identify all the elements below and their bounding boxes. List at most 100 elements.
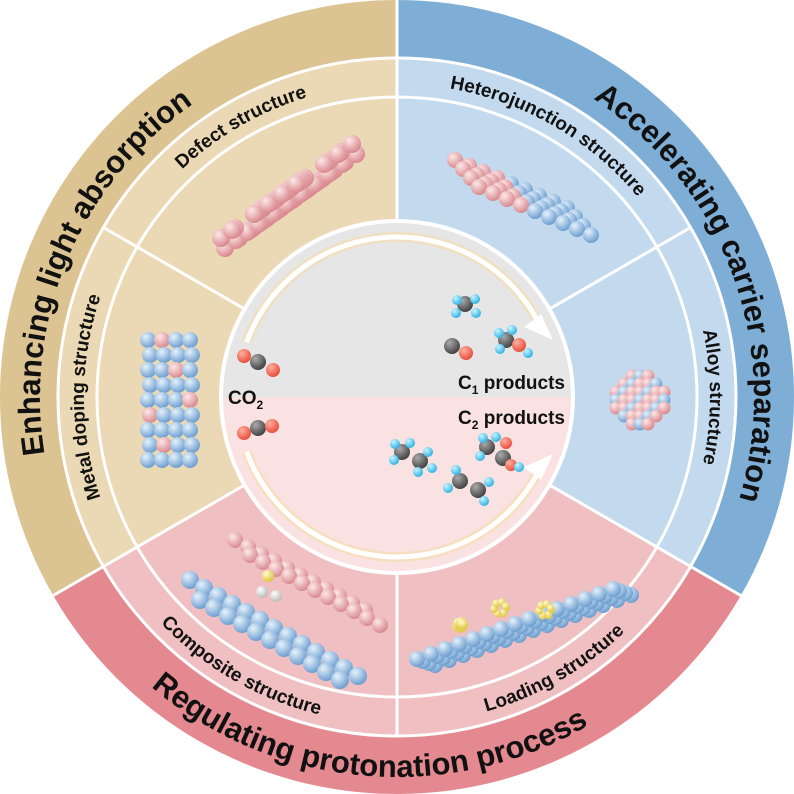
atom-sphere <box>156 407 172 423</box>
atom-sphere <box>452 295 462 305</box>
atom-sphere <box>591 586 607 602</box>
atom-sphere <box>423 646 439 662</box>
atom-sphere <box>245 205 263 223</box>
atom-sphere <box>250 420 266 436</box>
atom-sphere <box>512 338 526 352</box>
atom-sphere <box>154 362 170 378</box>
atom-sphere <box>184 377 200 393</box>
c2-products-label: C2 products <box>458 408 565 432</box>
atom-sphere <box>409 651 425 667</box>
atom-sphere <box>168 362 184 378</box>
atom-sphere <box>140 422 156 438</box>
loading-nanostructure <box>409 581 639 673</box>
atom-sphere <box>140 362 156 378</box>
atom-sphere <box>372 617 388 633</box>
atom-sphere <box>500 437 512 449</box>
atom-sphere <box>154 452 170 468</box>
atom-sphere <box>491 432 501 442</box>
atom-sphere <box>289 647 307 665</box>
atom-sphere <box>184 437 200 453</box>
atom-sphere <box>140 332 156 348</box>
atom-sphere <box>485 185 501 201</box>
atom-sphere <box>390 439 400 449</box>
atom-sphere <box>170 347 186 363</box>
atom-sphere <box>154 392 170 408</box>
atom-sphere <box>569 221 585 237</box>
atom-sphere <box>170 437 186 453</box>
atom-sphere <box>265 419 279 433</box>
atom-sphere <box>499 191 515 207</box>
atom-sphere <box>541 209 557 225</box>
atom-sphere <box>142 377 158 393</box>
atom-sphere <box>168 422 184 438</box>
atom-sphere <box>140 392 156 408</box>
atom-sphere <box>479 496 489 506</box>
atom-sphere <box>451 465 461 475</box>
atom-sphere <box>170 377 186 393</box>
atom-sphere <box>219 607 237 625</box>
atom-sphere <box>507 616 523 632</box>
atom-sphere <box>563 596 579 612</box>
atom-sphere <box>546 604 555 613</box>
atom-sphere <box>255 554 271 570</box>
atom-sphere <box>523 348 533 358</box>
atom-sphere <box>259 195 277 213</box>
atom-sphere <box>499 609 508 618</box>
atom-sphere <box>649 409 663 423</box>
center-reaction-panel <box>219 219 575 575</box>
atom-sphere <box>413 467 423 477</box>
atom-sphere <box>555 215 571 231</box>
nanostructure-illustrations <box>140 135 671 689</box>
atom-sphere <box>423 447 433 457</box>
atom-sphere <box>287 175 305 193</box>
atom-sphere <box>315 155 333 173</box>
atom-sphere <box>273 185 291 203</box>
atom-sphere <box>247 623 265 641</box>
atom-sphere <box>156 377 172 393</box>
atom-sphere <box>142 407 158 423</box>
atom-sphere <box>389 455 399 465</box>
atom-sphere <box>181 571 199 589</box>
atom-sphere <box>471 179 487 195</box>
atom-sphere <box>182 422 198 438</box>
atom-sphere <box>182 392 198 408</box>
atom-sphere <box>657 401 671 415</box>
atom-sphere <box>577 591 593 607</box>
co2-molecule <box>237 349 280 377</box>
atom-sphere <box>501 602 510 611</box>
atom-sphere <box>465 631 481 647</box>
atom-sphere <box>544 611 553 620</box>
atom-sphere <box>343 135 361 153</box>
atom-sphere <box>156 437 172 453</box>
atom-sphere <box>331 671 349 689</box>
methanol-molecule <box>494 325 533 358</box>
atom-sphere <box>262 570 274 582</box>
atom-sphere <box>507 325 517 335</box>
atom-sphere <box>223 221 241 239</box>
atom-sphere <box>184 407 200 423</box>
co2-label: CO2 <box>228 388 264 412</box>
atom-sphere <box>427 463 437 473</box>
atom-sphere <box>437 641 453 657</box>
atom-sphere <box>256 586 268 598</box>
heterojunction-nanostructure <box>447 152 599 243</box>
atom-sphere <box>478 433 488 443</box>
atom-sphere <box>182 362 198 378</box>
co-molecule <box>444 338 473 360</box>
atom-sphere <box>333 596 349 612</box>
atom-sphere <box>320 589 336 605</box>
atom-sphere <box>527 203 543 219</box>
atom-sphere <box>182 332 198 348</box>
atom-sphere <box>457 619 468 630</box>
atom-sphere <box>275 639 293 657</box>
atom-sphere <box>168 452 184 468</box>
atom-sphere <box>470 482 486 498</box>
alloy-nanoparticle <box>609 369 671 431</box>
atom-sphere <box>168 332 184 348</box>
center-texts: CO2 C1 products C2 products <box>228 373 565 432</box>
atom-sphere <box>412 453 428 469</box>
atom-sphere <box>154 332 170 348</box>
atom-sphere <box>605 581 621 597</box>
atom-sphere <box>156 347 172 363</box>
